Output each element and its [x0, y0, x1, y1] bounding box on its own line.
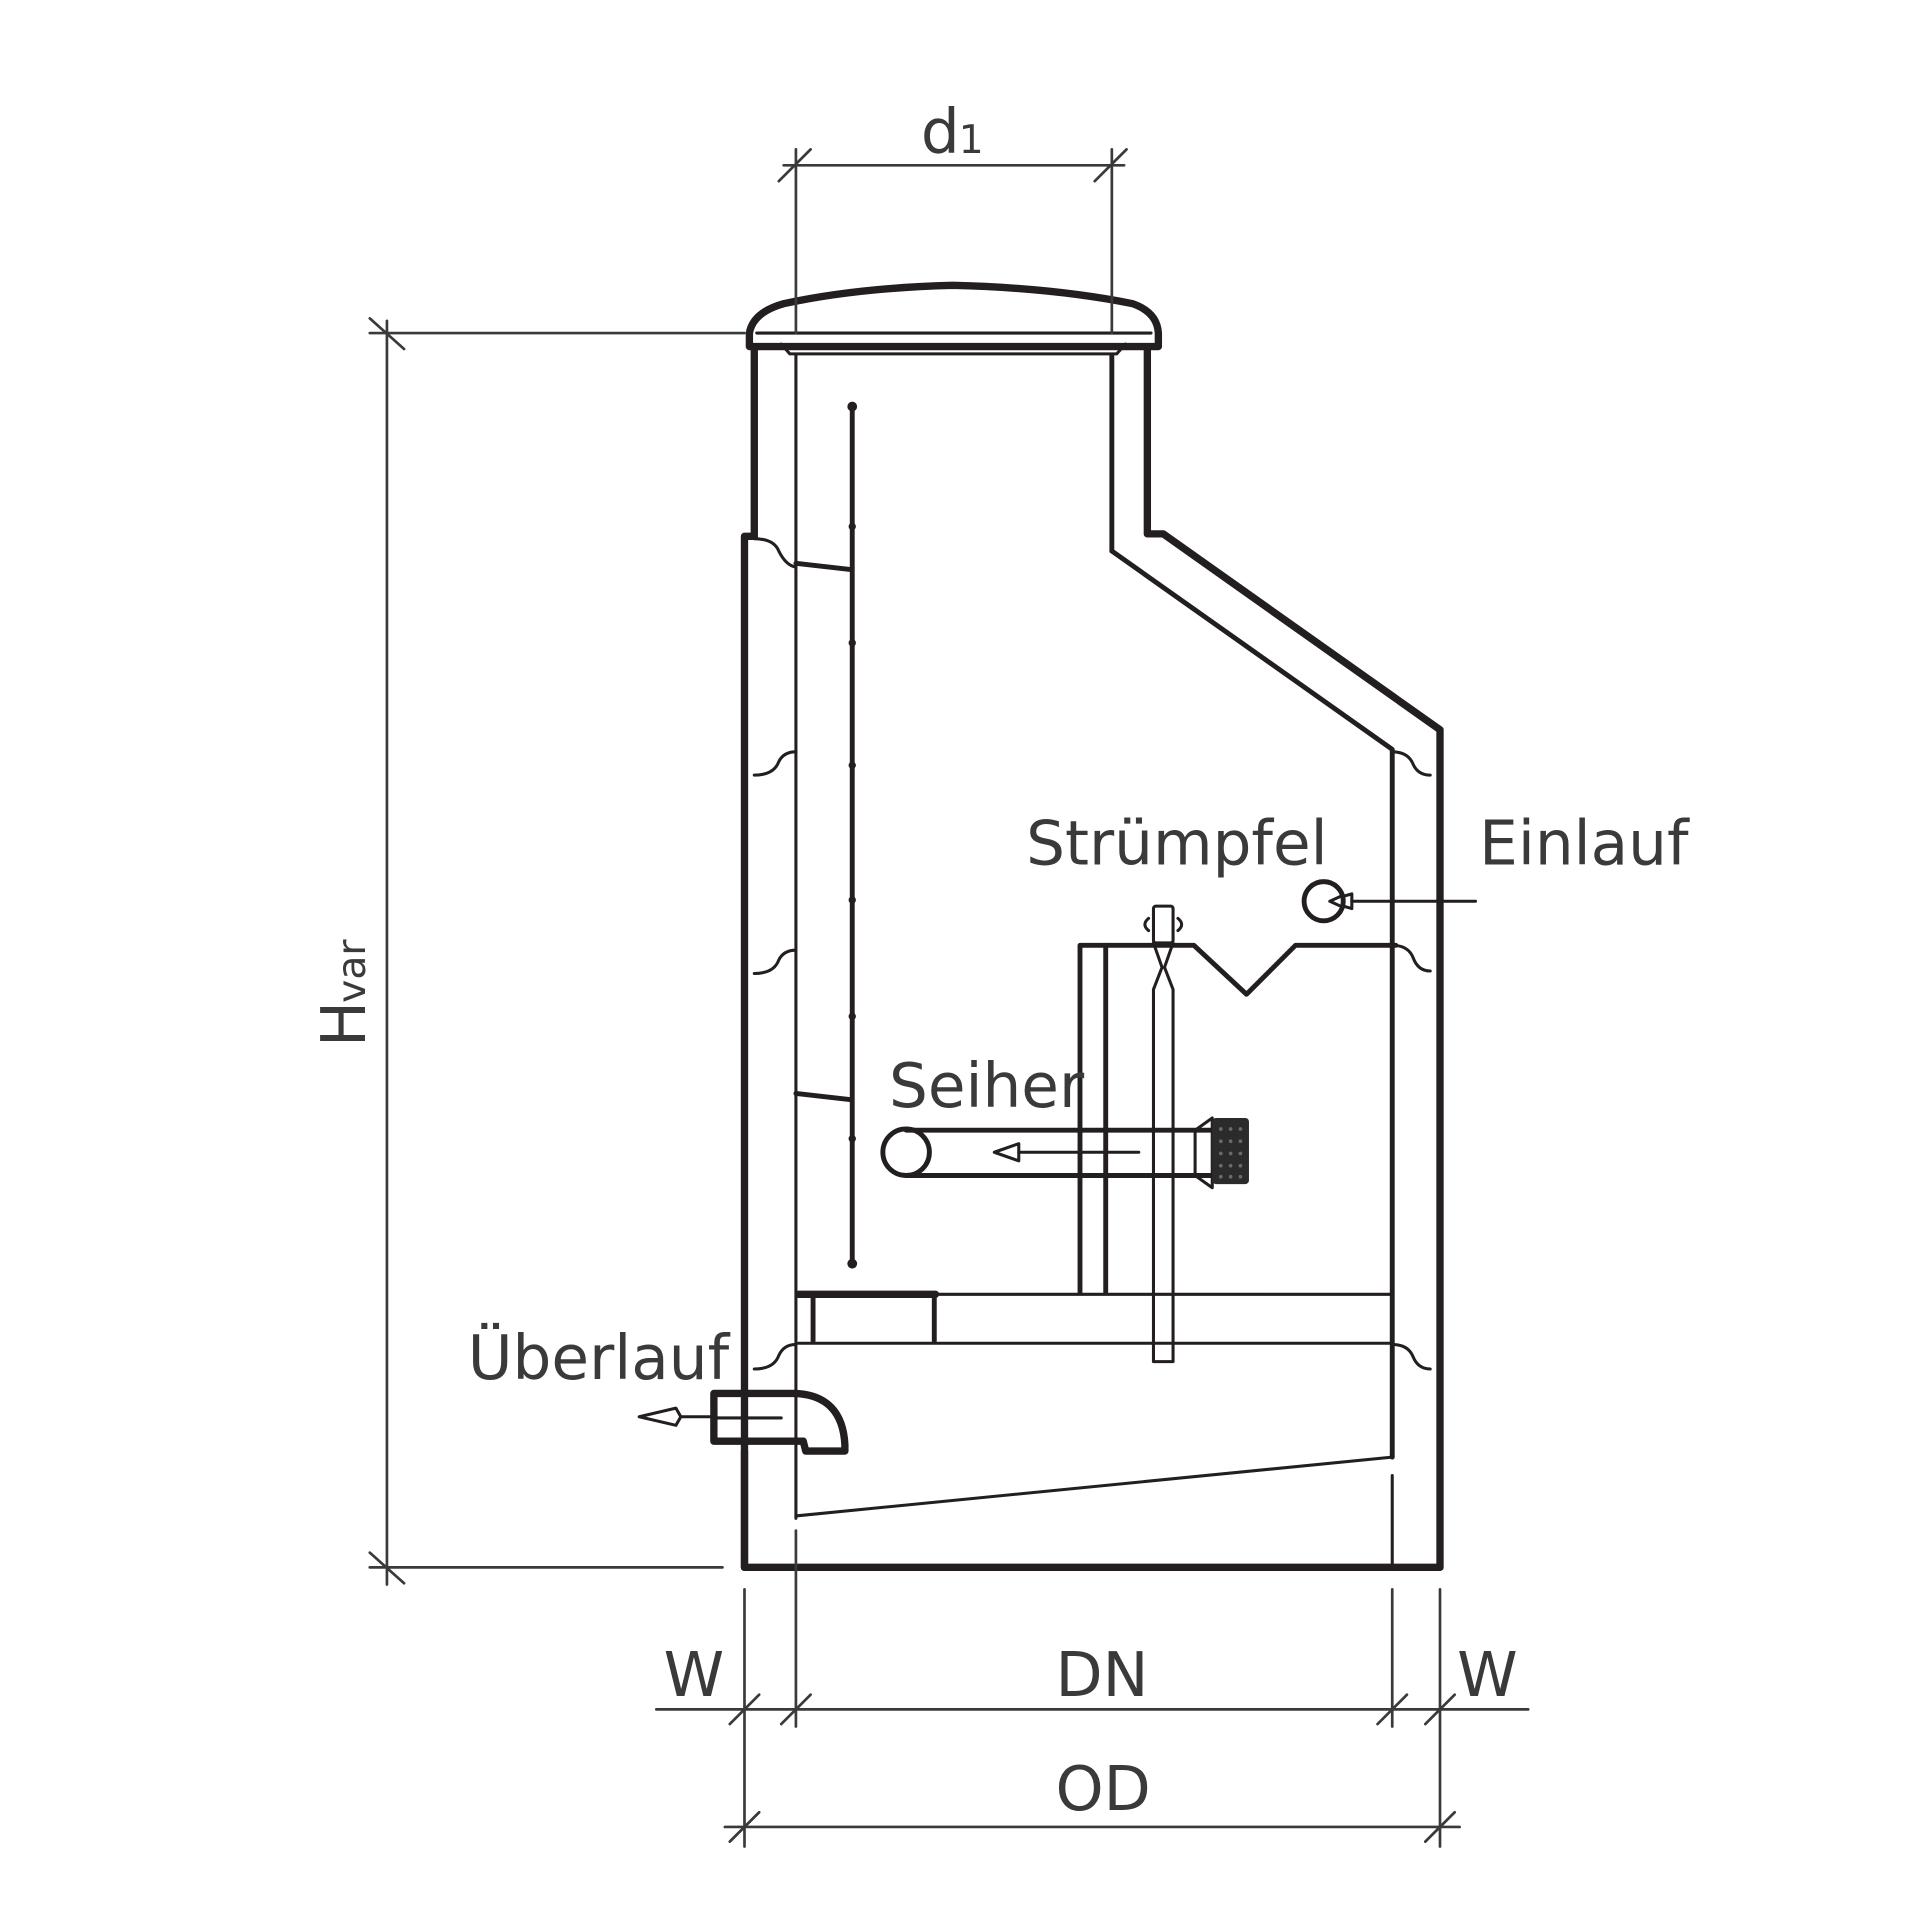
ueberlauf-label: Überlauf — [468, 1323, 731, 1394]
lid — [745, 281, 1163, 356]
einlauf-inlet — [1301, 879, 1478, 924]
struempfel-rod — [1143, 904, 1184, 1364]
neck — [750, 344, 1152, 554]
d1-subscript: 1 — [959, 118, 984, 163]
w-right-label: W — [1457, 1640, 1518, 1711]
seiher-pipe — [880, 1116, 1249, 1190]
einlauf-label: Einlauf — [1479, 808, 1690, 879]
dimension-d1: d 1 — [777, 97, 1128, 335]
od-label: OD — [1056, 1754, 1151, 1825]
hvar-subscript: var — [330, 939, 375, 1003]
dimension-bottom: W DN W OD — [654, 1529, 1530, 1848]
platform — [794, 1290, 1394, 1345]
d1-label: d — [921, 97, 960, 168]
ueberlauf-outlet — [637, 1389, 849, 1572]
struempfel-label: Strümpfel — [1026, 808, 1328, 879]
seiher-label: Seiher — [889, 1051, 1085, 1122]
dn-label: DN — [1056, 1640, 1149, 1711]
ladder — [793, 401, 858, 1269]
shaft-body — [740, 353, 1444, 1572]
w-left-label: W — [664, 1640, 725, 1711]
inlet-trough — [1077, 942, 1399, 1295]
dimension-hvar: H var — [309, 317, 746, 1586]
hvar-label: H — [309, 1001, 380, 1047]
